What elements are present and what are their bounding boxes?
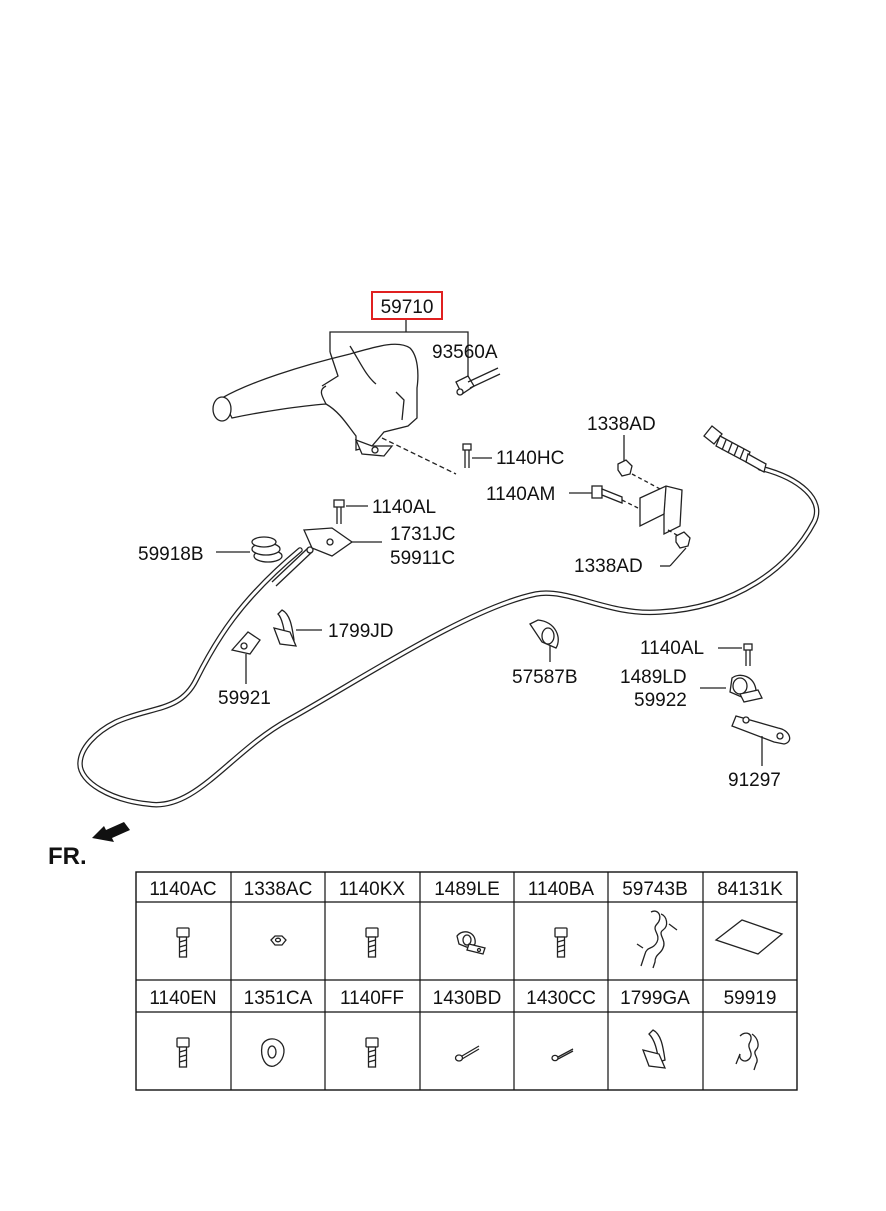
bracket-assembly xyxy=(569,485,691,567)
table-header: 1799GA xyxy=(620,988,690,1009)
table-header: 1338AC xyxy=(244,879,313,900)
table-header: 1140AC xyxy=(149,879,216,900)
cable-tie-icon xyxy=(641,1029,667,1069)
front-direction-arrow-icon xyxy=(92,822,130,842)
spring-clip-icon xyxy=(735,1032,759,1071)
callout-1140HC: 1140HC xyxy=(496,448,564,469)
bolt-icon xyxy=(365,927,379,958)
bolt-icon xyxy=(554,927,568,958)
callout-1489LD: 1489LD xyxy=(620,667,687,688)
callout-1140AL-right: 1140AL xyxy=(640,638,704,659)
table-header: 59919 xyxy=(724,988,777,1009)
clamp-1489LD xyxy=(700,643,763,703)
nut-icon xyxy=(270,935,287,946)
callout-1338AD-bottom: 1338AD xyxy=(574,556,643,577)
clamp-57587B xyxy=(529,619,559,662)
callout-1140AL-left: 1140AL xyxy=(372,497,436,518)
callout-59911C: 59911C xyxy=(390,548,455,569)
callout-57587B: 57587B xyxy=(512,667,578,688)
brake-cable xyxy=(77,425,820,808)
table-header: 1430CC xyxy=(526,988,596,1009)
clamp-icon xyxy=(456,931,486,955)
bolt-1140AL-left xyxy=(333,499,368,524)
direction-label: FR. xyxy=(48,843,87,870)
nut-1338AD-top xyxy=(617,435,663,491)
table-header: 59743B xyxy=(622,879,688,900)
table-header: 1140BA xyxy=(528,879,595,900)
parking-brake-handle xyxy=(212,343,457,475)
callout-1799JD: 1799JD xyxy=(328,621,394,642)
wire-clip-icon xyxy=(636,910,678,969)
callout-59922: 59922 xyxy=(634,690,687,711)
strap-91297 xyxy=(731,715,791,766)
callout-91297: 91297 xyxy=(728,770,781,791)
callout-59918B: 59918B xyxy=(138,544,204,565)
table-header: 84131K xyxy=(717,879,783,900)
table-header: 1351CA xyxy=(244,988,313,1009)
pin-icon xyxy=(454,1045,480,1062)
grommet-59918B xyxy=(216,536,283,563)
bolt-1140HC xyxy=(462,443,492,468)
table-header: 1140EN xyxy=(149,988,216,1009)
table-header: 1430BD xyxy=(433,988,502,1009)
bracket-1731JC xyxy=(303,527,382,557)
pin-icon xyxy=(551,1048,574,1062)
parts-table xyxy=(135,871,798,1091)
callout-1338AD-top: 1338AD xyxy=(587,414,656,435)
callout-59710: 59710 xyxy=(381,297,434,318)
clip-59921 xyxy=(230,631,261,684)
table-header: 1140KX xyxy=(339,879,406,900)
switch-93560A xyxy=(455,367,501,396)
pad-icon xyxy=(714,919,784,955)
cable-tie-1799JD xyxy=(272,609,322,647)
bolt-icon xyxy=(176,1037,190,1068)
callout-1140AM: 1140AM xyxy=(486,484,555,505)
highlight-box xyxy=(371,291,443,320)
bolt-icon xyxy=(176,927,190,958)
bolt-icon xyxy=(365,1037,379,1068)
callout-1731JC: 1731JC xyxy=(390,524,456,545)
washer-icon xyxy=(260,1038,285,1067)
callout-93560A: 93560A xyxy=(432,342,498,363)
table-header: 1140FF xyxy=(340,988,404,1009)
table-header: 1489LE xyxy=(434,879,500,900)
callout-59921: 59921 xyxy=(218,688,271,709)
